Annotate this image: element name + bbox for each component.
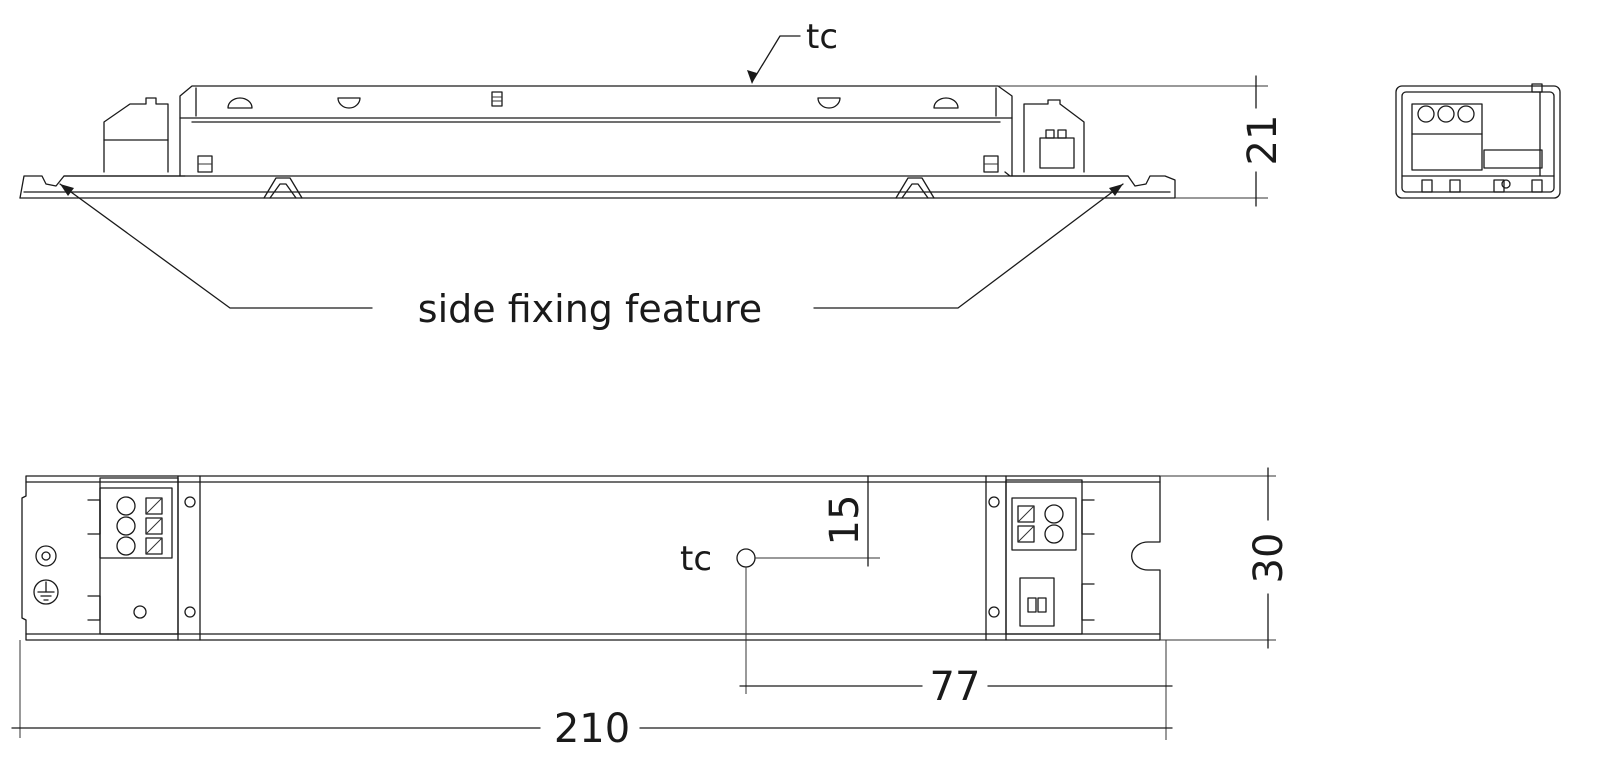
side-fixing-callout: side fixing feature [59, 183, 1124, 331]
dimension-tc-x-label: 77 [930, 664, 981, 710]
dimension-width: 30 [1160, 467, 1292, 649]
dimension-tc-y: 15 [755, 475, 880, 567]
dimension-tc-y-label: 15 [822, 495, 868, 546]
dimension-height: 21 [998, 75, 1286, 207]
plan-view: tc [21, 475, 1161, 641]
tc-label-plan: tc [680, 539, 712, 579]
side-view [19, 85, 1176, 199]
dimension-length-label: 210 [554, 706, 630, 752]
dimension-width-label: 30 [1246, 533, 1292, 584]
ground-symbol-icon [33, 579, 59, 605]
dimension-height-label: 21 [1240, 115, 1286, 166]
side-fixing-label: side fixing feature [418, 287, 762, 331]
tc-label-side: tc [806, 17, 838, 57]
dimension-tc-x: 77 [739, 567, 1173, 740]
end-view [1395, 83, 1561, 199]
dimension-length: 210 [11, 640, 1173, 752]
tc-marker-side: tc [747, 17, 838, 84]
